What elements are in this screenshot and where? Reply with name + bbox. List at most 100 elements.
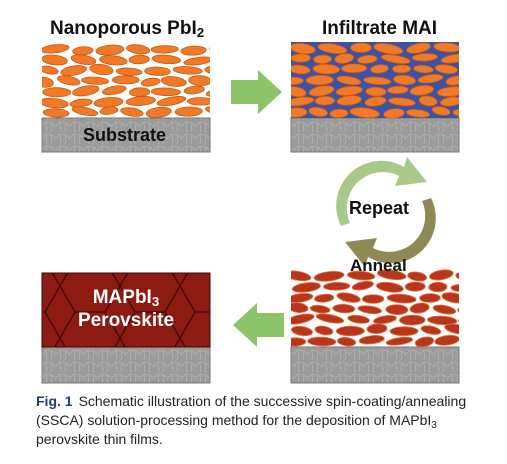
crystal-ellipse	[409, 302, 430, 314]
crystal-ellipse	[439, 96, 459, 107]
crystal-ellipse	[376, 281, 404, 293]
crystal-ellipse	[312, 63, 340, 75]
crystal-ellipse	[349, 107, 380, 118]
crystal-ellipse	[42, 65, 59, 75]
crystal-ellipse	[409, 84, 435, 96]
crystal-ellipse	[441, 292, 459, 304]
crystal-ellipse	[420, 325, 442, 335]
crystal-ellipse	[314, 293, 335, 303]
crystal-ellipse	[126, 44, 151, 55]
crystal-ellipse	[336, 75, 362, 86]
crystal-ellipse	[215, 55, 243, 64]
crystal-ellipse	[387, 85, 409, 95]
crystal-ellipse	[340, 63, 367, 74]
repeat-label: Repeat	[349, 198, 410, 218]
crystal-ellipse	[457, 305, 459, 315]
crystal-ellipse	[209, 45, 210, 55]
crystal-ellipse	[436, 86, 459, 97]
crystal-ellipse	[291, 53, 311, 63]
crystal-ellipse	[411, 53, 439, 62]
crystal-ellipse	[335, 325, 365, 337]
crystal-ellipse	[99, 55, 128, 66]
crystal-ellipse	[150, 45, 179, 54]
crystal-ellipse	[386, 293, 417, 304]
crystal-ellipse	[364, 96, 387, 107]
crystal-ellipse	[347, 314, 370, 324]
crystal-ellipse	[363, 76, 392, 86]
crystal-ellipse	[291, 64, 311, 75]
crystal-ellipse	[72, 85, 100, 97]
crystal-ellipse	[383, 108, 405, 118]
annealed-film	[291, 269, 459, 347]
crystal-ellipse	[308, 85, 335, 97]
crystal-ellipse	[444, 323, 459, 335]
pbi2-film	[42, 44, 243, 118]
substrate-4	[41, 346, 211, 384]
anneal-label: Anneal	[350, 256, 407, 275]
crystal-ellipse	[313, 270, 345, 282]
crystal-ellipse	[347, 270, 376, 281]
crystal-ellipse	[387, 97, 416, 107]
cycle-arrow-bottom-icon	[345, 198, 436, 267]
crystal-ellipse	[111, 75, 140, 85]
crystal-ellipse	[291, 313, 315, 325]
crystal-ellipse	[317, 43, 348, 55]
crystal-ellipse	[337, 336, 357, 347]
crystal-ellipse	[313, 54, 332, 65]
crystal-ellipse	[357, 54, 378, 64]
cycle-arrow-top-icon	[336, 157, 427, 226]
crystal-ellipse	[322, 281, 351, 291]
crystal-ellipse	[419, 293, 441, 303]
arrow-right-icon	[231, 70, 282, 114]
crystal-ellipse	[187, 97, 210, 106]
crystal-ellipse	[399, 314, 426, 326]
crystal-ellipse	[357, 305, 382, 315]
crystal-ellipse	[427, 315, 458, 326]
crystal-ellipse	[413, 64, 434, 74]
crystal-ellipse	[329, 108, 349, 118]
crystal-ellipse	[385, 304, 409, 316]
crystal-ellipse	[315, 313, 345, 324]
crystal-ellipse	[440, 53, 459, 64]
crystal-ellipse	[291, 76, 304, 86]
crystal-ellipse	[128, 87, 151, 97]
crystal-ellipse	[407, 271, 428, 282]
crystal-ellipse	[42, 87, 72, 98]
crystal-ellipse	[445, 75, 459, 86]
crystal-ellipse	[418, 95, 438, 107]
crystal-ellipse	[42, 54, 68, 66]
crystal-ellipse	[160, 76, 187, 87]
caption-text: Schematic illustration of the successive…	[36, 393, 467, 428]
crystal-ellipse	[336, 95, 362, 106]
crystal-ellipse	[417, 73, 444, 84]
crystal-ellipse	[350, 42, 372, 53]
crystal-ellipse	[389, 326, 419, 337]
crystal-ellipse	[140, 77, 161, 87]
crystal-ellipse	[99, 106, 119, 115]
crystal-ellipse	[452, 108, 459, 118]
crystal-ellipse	[42, 76, 54, 88]
crystal-ellipse	[358, 335, 385, 345]
crystal-ellipse	[392, 74, 417, 86]
crystal-ellipse	[370, 64, 389, 74]
crystal-ellipse	[291, 107, 308, 118]
crystal-ellipse	[188, 75, 210, 86]
crystal-ellipse	[404, 281, 426, 292]
crystal-ellipse	[309, 304, 331, 314]
crystal-ellipse	[291, 86, 307, 98]
crystal-ellipse	[291, 337, 307, 347]
crystal-ellipse	[464, 40, 495, 54]
crystal-ellipse	[385, 336, 414, 346]
perovskite-label: MAPbI3 Perovskite	[77, 287, 175, 331]
substrate-2	[290, 117, 460, 153]
crystal-ellipse	[305, 74, 334, 86]
crystal-ellipse	[291, 292, 314, 304]
substrate-1	[41, 117, 211, 153]
diagram-svg	[41, 40, 495, 384]
crystal-ellipse	[332, 303, 356, 314]
crystal-ellipse	[125, 96, 156, 106]
crystal-ellipse	[72, 46, 94, 56]
arrow-left-icon	[233, 303, 284, 347]
crystal-ellipse	[334, 53, 354, 64]
